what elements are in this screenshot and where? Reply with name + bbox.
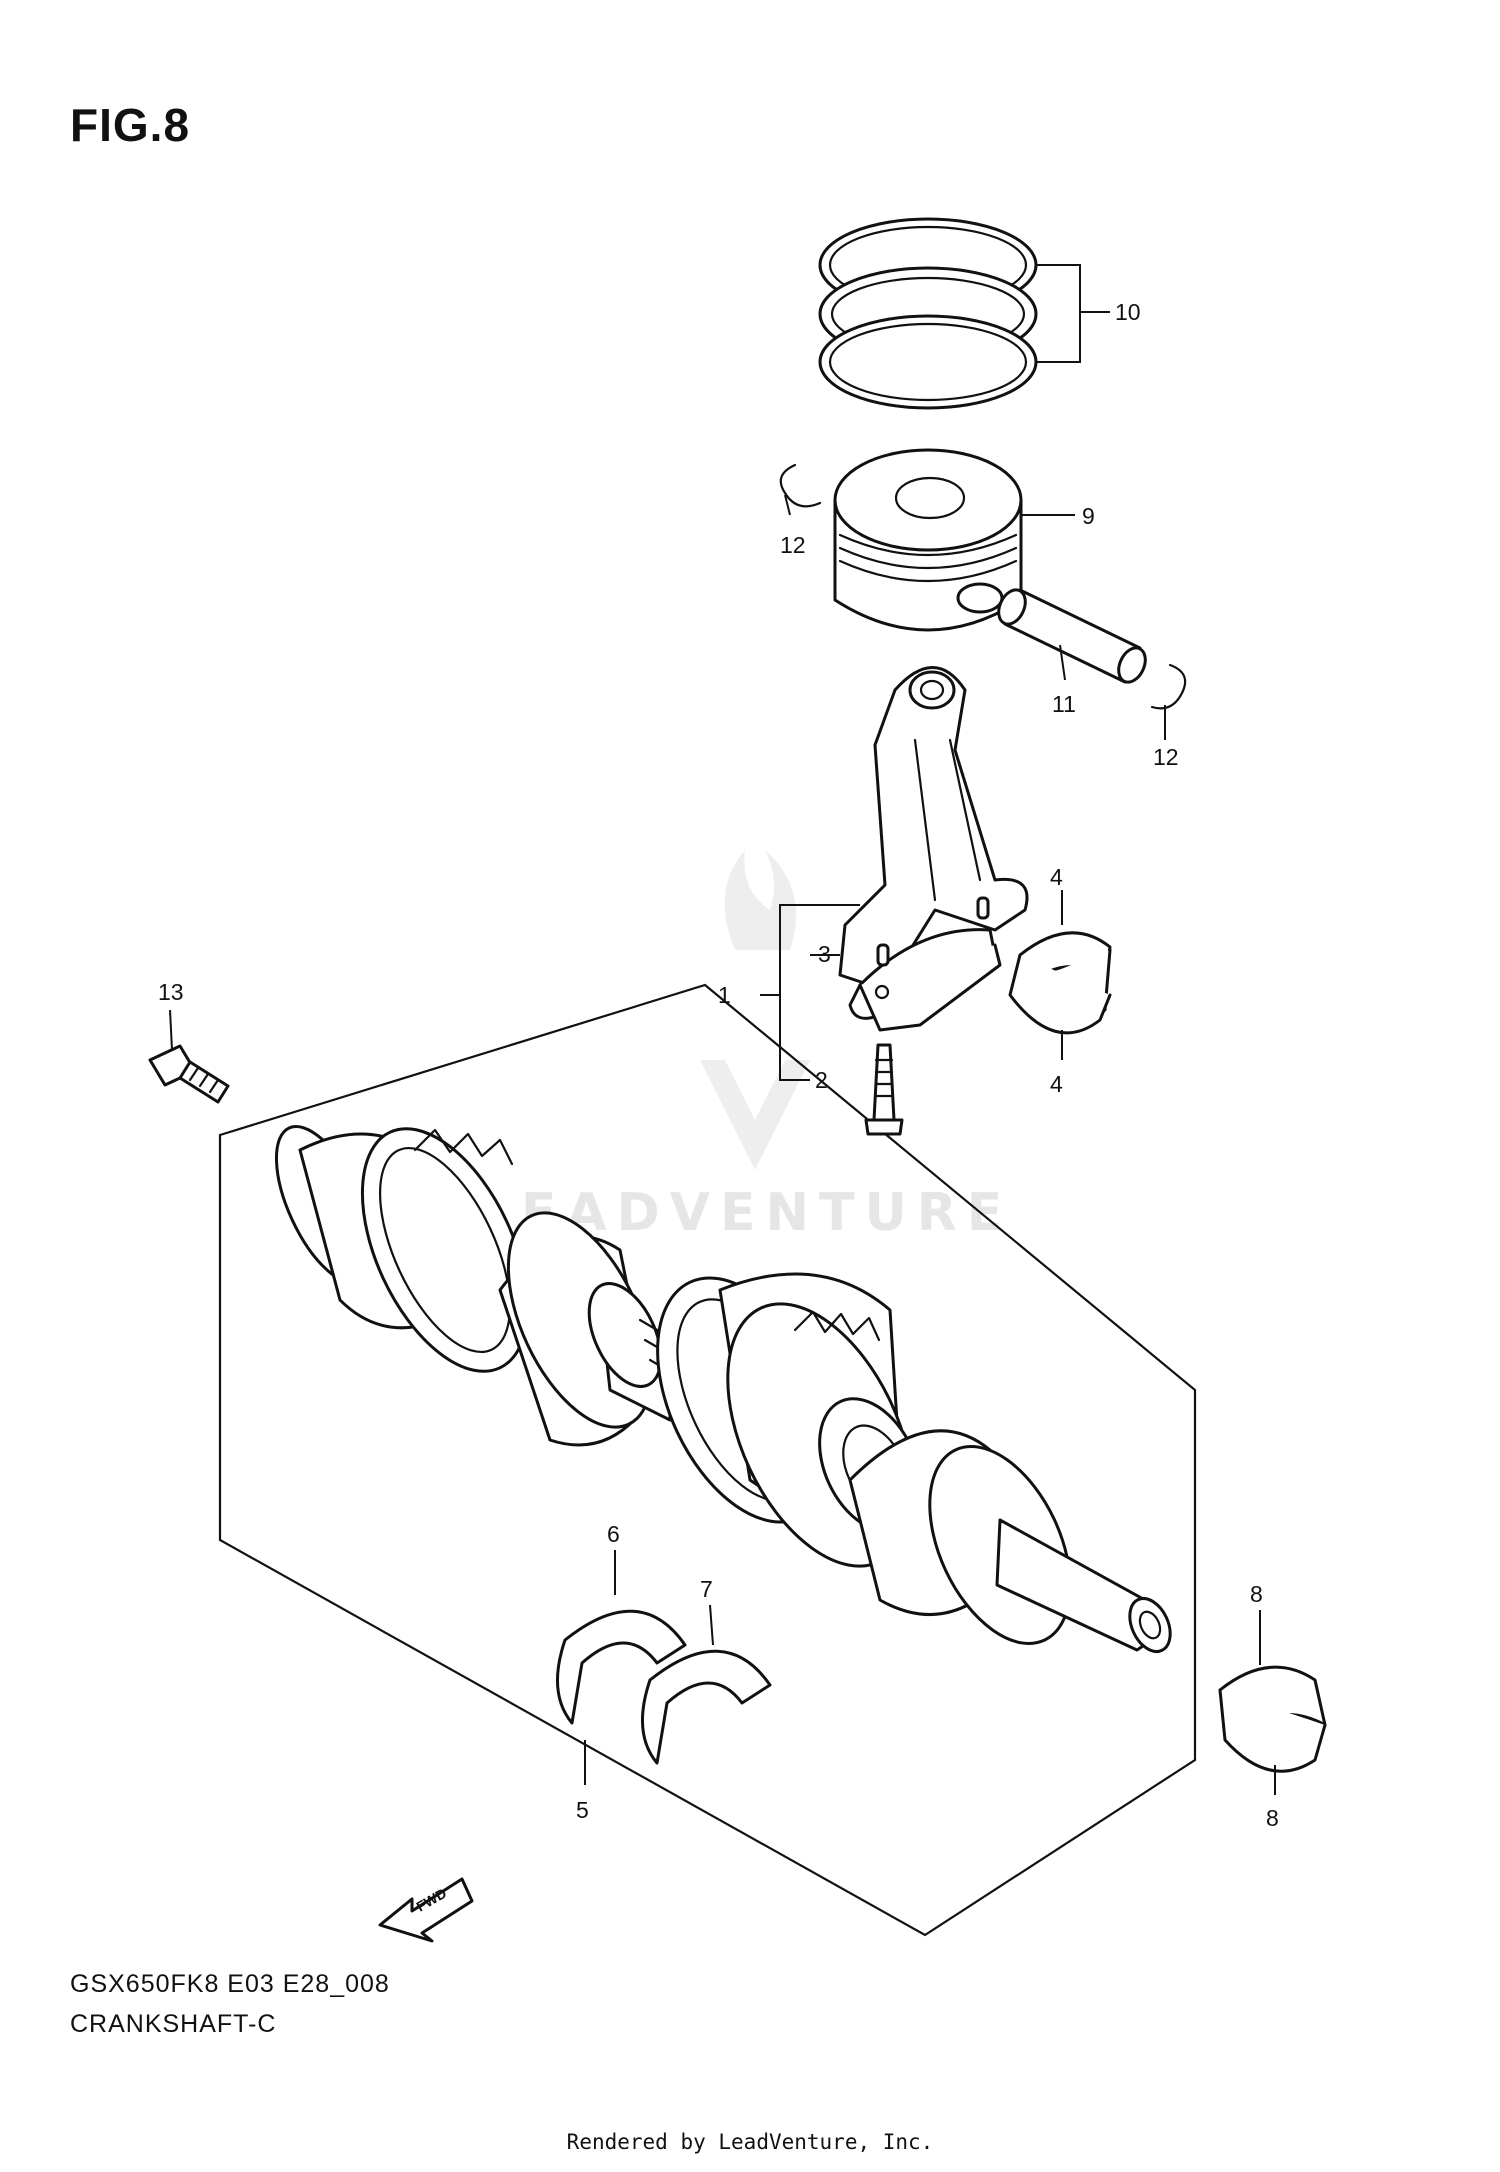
callout-6: 6 xyxy=(607,1521,620,1547)
crankshaft-group-box xyxy=(218,983,1197,1937)
piston xyxy=(833,448,1023,632)
main-bearing xyxy=(1218,1665,1327,1773)
callout-4-lower: 4 xyxy=(1050,1071,1063,1097)
thrust-bearing-7 xyxy=(640,1649,772,1765)
callout-3: 3 xyxy=(818,941,831,967)
circlip-lower xyxy=(1150,663,1187,710)
callout-2: 2 xyxy=(815,1067,828,1093)
callout-1: 1 xyxy=(718,982,731,1008)
piston-pin xyxy=(997,588,1147,684)
rod-cap xyxy=(848,928,1002,1032)
rod-bearing xyxy=(1008,931,1112,1035)
watermark-logo xyxy=(700,850,810,1170)
callout-8-lower: 8 xyxy=(1266,1805,1279,1831)
callout-labels: 10 9 12 11 12 4 4 3 1 2 13 6 7 5 8 8 xyxy=(158,299,1279,1831)
callout-13: 13 xyxy=(158,979,184,1005)
dowel-pin xyxy=(876,943,890,967)
callout-leaders xyxy=(169,264,1276,1795)
dowel-pin-upper xyxy=(976,896,990,920)
assembly-name: CRANKSHAFT-C xyxy=(70,2010,277,2038)
callout-8-upper: 8 xyxy=(1250,1581,1263,1607)
crankshaft xyxy=(274,1124,1172,1653)
callout-9: 9 xyxy=(1082,503,1095,529)
bolt-13 xyxy=(148,1044,230,1104)
model-code: GSX650FK8 E03 E28_008 xyxy=(70,1970,390,1998)
forward-arrow: FWD xyxy=(378,1877,474,1943)
callout-5: 5 xyxy=(576,1797,589,1823)
piston-rings xyxy=(818,217,1038,410)
callout-11: 11 xyxy=(1052,691,1076,717)
thrust-bearing-6 xyxy=(555,1609,687,1725)
figure-title: FIG.8 xyxy=(70,99,191,151)
rod-bolt xyxy=(864,1043,904,1136)
rendered-by-credit: Rendered by LeadVenture, Inc. xyxy=(566,2130,934,2154)
callout-12-upper: 12 xyxy=(780,532,806,558)
callout-7: 7 xyxy=(700,1576,713,1602)
callout-12-lower: 12 xyxy=(1153,744,1179,770)
circlip-upper xyxy=(779,463,822,508)
callout-10: 10 xyxy=(1115,299,1141,325)
callout-4-upper: 4 xyxy=(1050,864,1063,890)
